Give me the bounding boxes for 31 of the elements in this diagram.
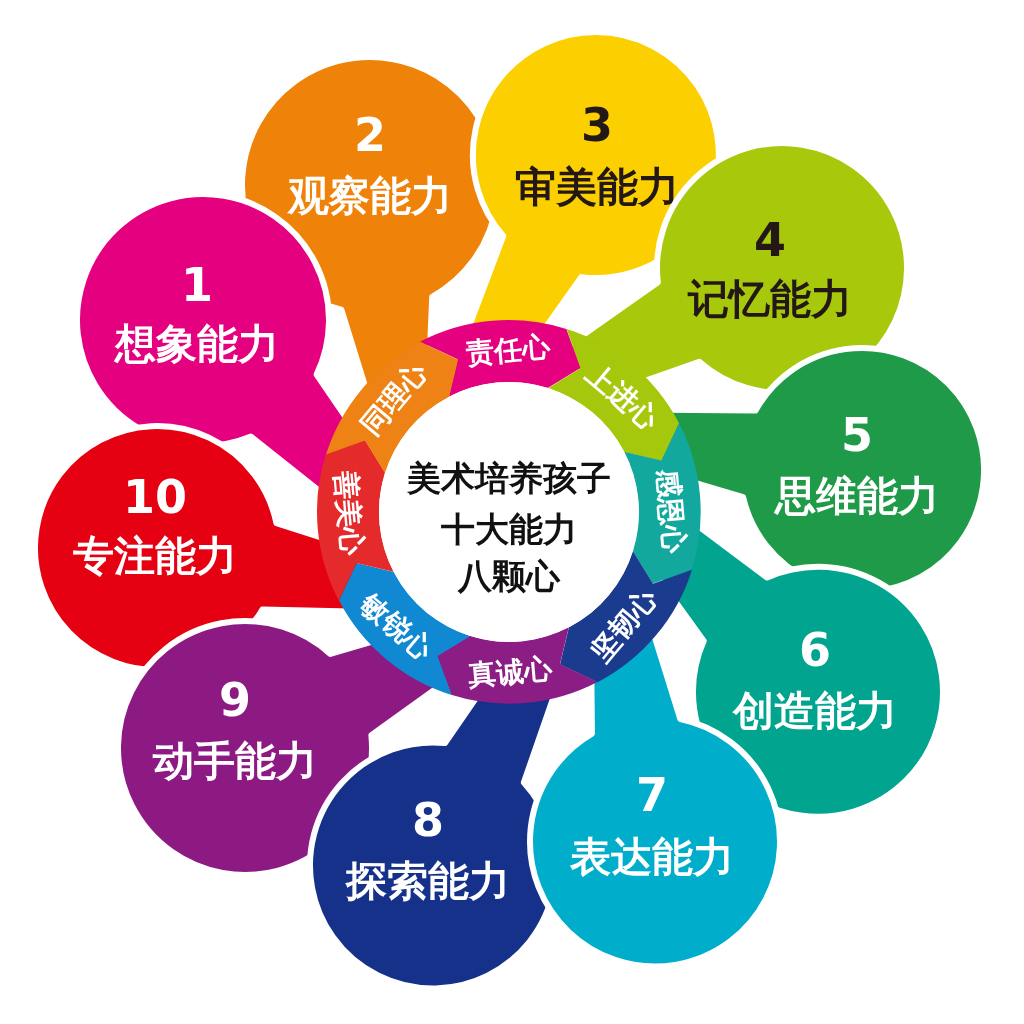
bubble-number: 5	[841, 409, 873, 461]
bubble-label: 表达能力	[570, 835, 734, 881]
bubble-number: 4	[754, 214, 786, 266]
heading-text: 八颗心	[458, 558, 560, 596]
bubble-number: 8	[412, 794, 444, 846]
heading-text: 美术培养孩子	[407, 460, 611, 498]
bubble-number: 6	[799, 624, 831, 676]
segment-label: 上进心	[579, 358, 664, 436]
bubble-label: 探索能力	[346, 859, 510, 905]
bubble-label: 动手能力	[153, 739, 317, 785]
segment-label: 感恩心	[650, 467, 689, 554]
bubble-number: 3	[581, 99, 613, 151]
bubble-number: 2	[354, 109, 386, 161]
bubble-label: 记忆能力	[688, 277, 852, 323]
bubble-label: 审美能力	[515, 165, 679, 211]
segment-label: 坚韧心	[585, 582, 663, 667]
bubble-label: 创造能力	[733, 689, 897, 735]
bubble-number: 10	[123, 471, 187, 523]
segment-label: 同理心	[355, 357, 433, 442]
bubble-number: 1	[181, 259, 213, 311]
segment-label: 敏锐心	[354, 588, 439, 666]
segment-label: 责任心	[464, 332, 551, 370]
segment-label: 真诚心	[467, 653, 554, 692]
bubble-number: 9	[219, 674, 251, 726]
bubble-label: 思维能力	[775, 474, 939, 520]
bubble-label: 观察能力	[288, 174, 452, 220]
heading-text: 十大能力	[441, 511, 577, 549]
bubble-label: 专注能力	[73, 534, 237, 580]
bubble-number: 7	[636, 769, 668, 821]
segment-label: 善美心	[329, 470, 367, 557]
bubble-label: 想象能力	[115, 322, 279, 368]
